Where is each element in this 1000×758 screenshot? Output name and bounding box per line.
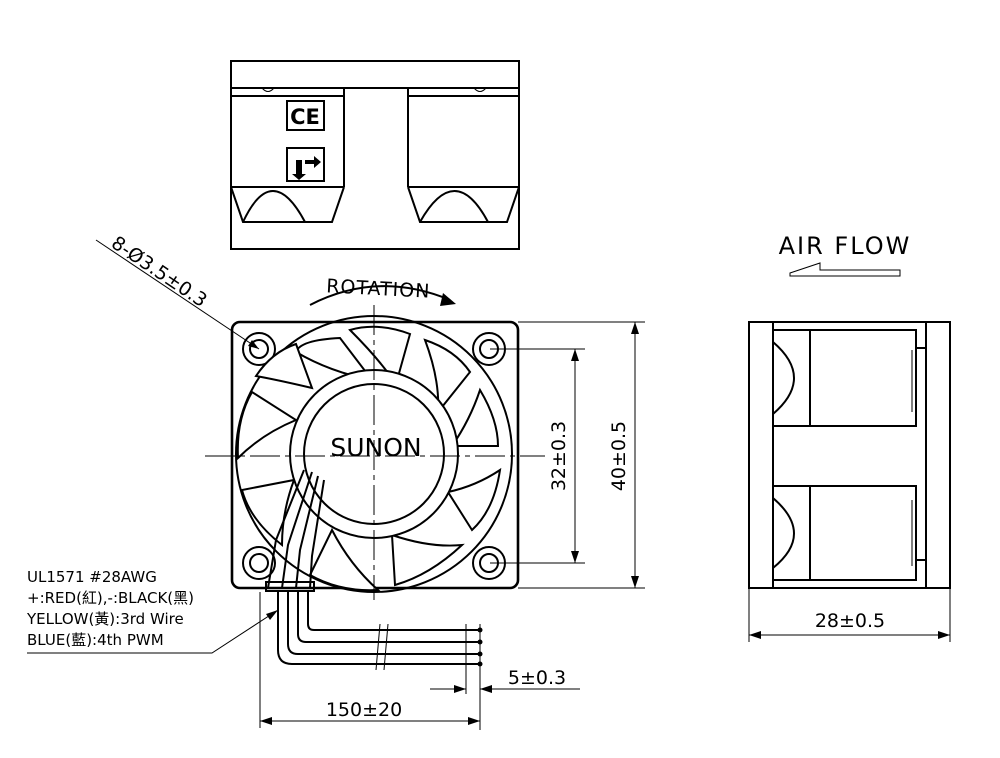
dimension-hole-spacing: 32±0.3 <box>490 348 585 564</box>
wire-note-4: BLUE(藍):4th PWM <box>27 631 164 649</box>
ce-mark-text: CE <box>290 105 320 129</box>
rotation-label: ROTATION <box>326 275 431 302</box>
ce-mark-icon: CE <box>286 100 325 131</box>
wire-note-1: UL1571 #28AWG <box>27 568 157 586</box>
air-flow-indicator: AIR FLOW <box>779 232 912 277</box>
rotation-indicator: ROTATION <box>309 275 456 306</box>
hole-spec-label: 8-Ø3.5±0.3 <box>107 232 211 312</box>
dimension-frame-size: 40±0.5 <box>518 321 645 589</box>
side-view <box>748 321 951 589</box>
brand-label: SUNON <box>330 433 421 462</box>
lead-wires <box>277 592 483 730</box>
mounting-holes <box>242 332 506 580</box>
front-view: SUNON <box>205 305 545 600</box>
top-view: CE <box>230 60 520 250</box>
wire-notes: UL1571 #28AWG +:RED(紅),-:BLACK(黑) YELLOW… <box>26 568 279 654</box>
wire-note-2: +:RED(紅),-:BLACK(黑) <box>27 589 194 607</box>
flow-direction-icon <box>286 147 325 182</box>
dimension-lead-length: 150±20 <box>259 592 480 728</box>
depth-label: 28±0.5 <box>815 610 885 632</box>
dimension-depth: 28±0.5 <box>748 588 951 642</box>
hole-spacing-label: 32±0.3 <box>548 421 570 491</box>
wire-note-3: YELLOW(黃):3rd Wire <box>26 610 184 628</box>
air-flow-label: AIR FLOW <box>779 232 912 260</box>
strip-length-label: 5±0.3 <box>508 667 566 689</box>
dimension-strip-length: 5±0.3 <box>430 667 580 693</box>
lead-length-label: 150±20 <box>326 699 402 721</box>
frame-size-label: 40±0.5 <box>608 421 630 491</box>
